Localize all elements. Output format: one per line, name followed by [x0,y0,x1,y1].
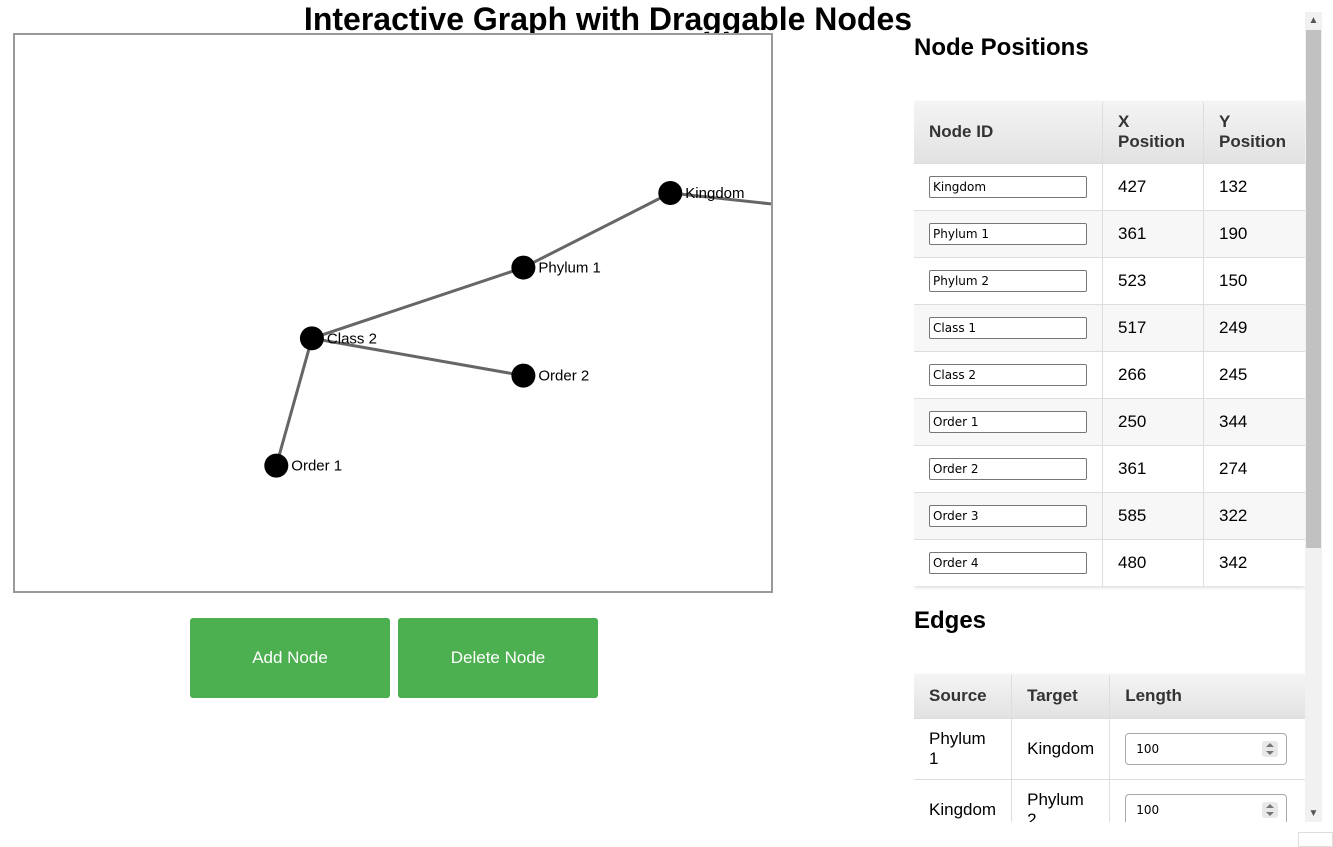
scroll-down-arrow-icon[interactable]: ▼ [1308,808,1319,819]
col-source: Source [914,675,1013,718]
side-panel[interactable]: Node Positions Node ID X Position Y Posi… [914,0,1305,822]
edge-source-cell: Phylum 1 [914,717,1013,779]
vertical-scrollbar[interactable]: ▲ ▼ [1305,12,1322,822]
edge-length-cell [1109,717,1305,779]
graph-node-label: Order 1 [291,458,342,475]
delete-node-button[interactable]: Delete Node [398,618,598,698]
y-position-cell: 190 [1203,209,1305,257]
graph-node-label: Class 2 [327,330,377,347]
x-position-cell: 266 [1102,350,1204,398]
node-id-cell [914,350,1103,398]
node-id-input[interactable] [929,551,1087,574]
node-id-cell [914,209,1103,257]
graph-node-label: Phylum 1 [538,260,601,277]
x-position-cell: 250 [1102,397,1204,445]
y-position-cell: 245 [1203,350,1305,398]
node-positions-table: Node ID X Position Y Position 4271323611… [914,102,1305,586]
node-id-cell [914,162,1103,210]
edge-length-cell [1109,778,1305,822]
y-position-cell: 322 [1203,491,1305,539]
graph-node[interactable] [264,453,289,478]
x-position-cell: 361 [1102,209,1204,257]
stepper-arrows-icon[interactable] [1262,740,1279,757]
x-position-cell: 427 [1102,162,1204,210]
x-position-cell: 480 [1102,538,1204,586]
node-id-input[interactable] [929,222,1087,245]
node-positions-heading: Node Positions [914,34,1089,61]
graph-node-label: Order 2 [538,368,589,385]
y-position-cell: 344 [1203,397,1305,445]
graph-node[interactable] [658,181,683,205]
col-y-position: Y Position [1203,102,1305,163]
node-id-cell [914,397,1103,445]
col-length: Length [1109,675,1305,718]
graph-node[interactable] [511,363,536,388]
node-id-input[interactable] [929,504,1087,527]
edges-heading: Edges [914,607,987,634]
y-position-cell: 342 [1203,538,1305,586]
x-position-cell: 361 [1102,444,1204,492]
edge-target-cell: Kingdom [1011,717,1111,779]
edge-source-cell: Kingdom [914,778,1013,822]
scroll-up-arrow-icon[interactable]: ▲ [1308,15,1319,26]
stepper-arrows-icon[interactable] [1262,801,1279,818]
node-id-input[interactable] [929,363,1087,386]
add-node-button[interactable]: Add Node [190,618,390,698]
col-x-position: X Position [1102,102,1204,163]
col-node-id: Node ID [914,102,1103,163]
y-position-cell: 132 [1203,162,1305,210]
x-position-cell: 585 [1102,491,1204,539]
edge-target-cell: Phylum 2 [1011,778,1111,822]
edge-length-input[interactable] [1134,740,1259,757]
resize-corner [1298,832,1333,847]
col-target: Target [1011,675,1111,718]
graph-node-label: Kingdom [685,185,744,202]
edge-length-stepper[interactable] [1125,793,1288,822]
graph-edge [311,336,524,378]
graph-edge [274,337,314,467]
y-position-cell: 249 [1203,303,1305,351]
graph-edge [311,266,524,340]
edge-length-input[interactable] [1134,801,1259,818]
node-id-cell [914,491,1103,539]
node-id-cell [914,444,1103,492]
scroll-thumb[interactable] [1306,30,1321,548]
graph-node[interactable] [299,326,324,351]
page-title: Interactive Graph with Draggable Nodes [303,1,913,37]
y-position-cell: 150 [1203,256,1305,304]
x-position-cell: 517 [1102,303,1204,351]
graph-edge [670,191,771,206]
node-id-input[interactable] [929,175,1087,198]
node-id-input[interactable] [929,316,1087,339]
graph-node[interactable] [511,255,536,280]
x-position-cell: 523 [1102,256,1204,304]
node-id-input[interactable] [929,410,1087,433]
node-id-cell [914,303,1103,351]
node-id-input[interactable] [929,269,1087,292]
node-id-cell [914,538,1103,586]
y-position-cell: 274 [1203,444,1305,492]
node-id-cell [914,256,1103,304]
node-id-input[interactable] [929,457,1087,480]
edge-length-stepper[interactable] [1125,732,1288,765]
edges-table: Source Target Length Phylum 1KingdomKing… [914,675,1305,822]
graph-edge [522,191,671,269]
